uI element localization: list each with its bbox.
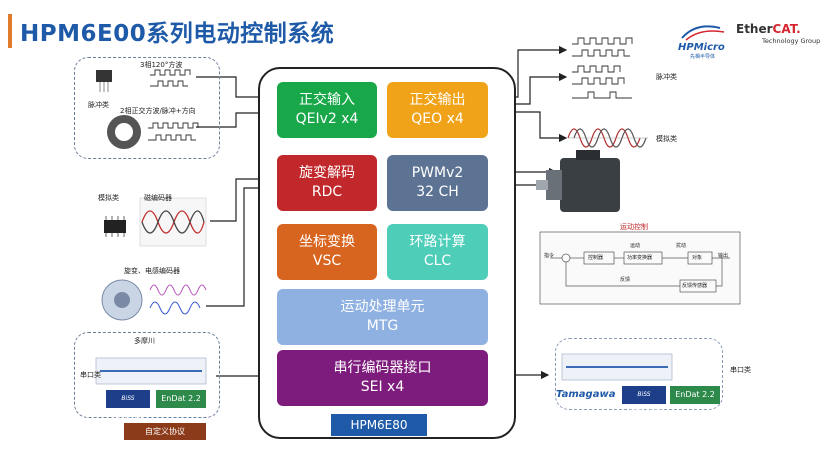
- hpmicro-swoosh-icon: [681, 25, 725, 41]
- block-rdc: 旋变解码 RDC: [277, 155, 377, 211]
- label-tamagawa-left: 多摩川: [134, 337, 155, 345]
- line-analog-rdc: [210, 174, 278, 222]
- biss-logo-right: BiSS INTERFACE: [622, 386, 666, 416]
- hall-sensor-icon: [96, 70, 112, 92]
- line-pulse-2phase: [196, 108, 278, 128]
- block-sei-sub: SEI x4: [360, 379, 405, 395]
- pulse-waveforms-right: [572, 37, 633, 99]
- resolver-waveforms: [149, 284, 207, 315]
- label-serial-group-right: 串口类: [730, 366, 751, 374]
- block-sei: 串行编码器接口 SEI x4: [277, 350, 488, 406]
- mc-label-feedback: 反馈: [620, 277, 631, 283]
- block-rdc-title: 旋变解码: [299, 165, 355, 181]
- mc-label-disturb1: 运动: [630, 243, 641, 249]
- block-mtg-title: 运动处理单元: [340, 299, 425, 315]
- ethercat-logo-text: EtherCAT.: [736, 22, 801, 36]
- pulse-input-group: [74, 57, 220, 159]
- serial-cable-left-icon: [95, 357, 207, 385]
- biss-logo-left: BiSS INTERFACE: [106, 390, 150, 420]
- block-qeo-sub: QEO x4: [411, 111, 464, 127]
- line-pulse-3phase: [196, 76, 278, 102]
- motion-control-diagram: [539, 231, 741, 305]
- servo-motor-icon: [536, 150, 620, 212]
- serial-input-group: [74, 332, 220, 418]
- mc-label-power: 功率变换器: [627, 255, 653, 261]
- tamagawa-logo-right: Tamagawa: [556, 389, 616, 400]
- custom-protocol-badge: 自定义协议: [124, 423, 206, 440]
- title-accent-bar: [8, 14, 12, 48]
- analog-waveforms-right: [567, 128, 648, 148]
- mc-label-sensor: 反馈传感器: [682, 283, 708, 289]
- label-magnetic-encoder: 磁编码器: [144, 194, 172, 202]
- chip-name-label: HPM6E80: [331, 414, 427, 436]
- serial-cable-right-icon: [561, 353, 673, 381]
- page-title: HPM6E00系列电动控制系统: [20, 21, 335, 47]
- block-mtg-sub: MTG: [366, 318, 399, 334]
- pulse-waveforms-left: [148, 69, 199, 141]
- block-clc-sub: CLC: [423, 253, 452, 269]
- block-rdc-sub: RDC: [311, 184, 343, 200]
- block-mtg: 运动处理单元 MTG: [277, 289, 488, 345]
- endat-logo-right: EnDat 2.2: [670, 386, 720, 404]
- magnetic-encoder-chip-icon: [104, 216, 126, 237]
- mc-label-controller: 控制器: [588, 255, 604, 261]
- block-qei-sub: QEIv2 x4: [295, 111, 359, 127]
- hpmicro-logo-subtext: 先楫半导体: [690, 54, 716, 60]
- mc-label-input: 指令: [544, 253, 555, 259]
- resolver-icon: [101, 279, 143, 321]
- hpmicro-logo: HPMicro 先楫半导体: [676, 20, 736, 60]
- ethercat-logo: EtherCAT. Technology Group: [736, 22, 820, 56]
- label-motion-control: 运动控制: [620, 223, 648, 231]
- block-vsc-sub: VSC: [312, 253, 342, 269]
- label-pulse-group-right: 脉冲类: [656, 73, 677, 81]
- block-qei: 正交输入 QEIv2 x4: [277, 82, 377, 138]
- analog-waveforms-left: [139, 197, 207, 247]
- block-vsc-title: 坐标变换: [299, 234, 355, 250]
- label-analog-group-right: 模拟类: [656, 135, 677, 143]
- block-qeo-title: 正交输出: [409, 92, 466, 108]
- block-pwm: PWMv2 32 CH: [387, 155, 488, 211]
- hpmicro-logo-text: HPMicro: [678, 42, 725, 53]
- mc-label-disturb2: 扰动: [676, 243, 687, 249]
- block-sei-title: 串行编码器接口: [333, 360, 432, 376]
- block-vsc: 坐标变换 VSC: [277, 224, 377, 280]
- mc-label-plant: 对象: [692, 255, 703, 261]
- endat-logo-left: EnDat 2.2: [156, 390, 206, 408]
- ethercat-logo-subtext: Technology Group: [762, 37, 821, 45]
- label-2phase: 2相正交方波/脉冲+方向: [120, 107, 196, 115]
- serial-output-group: [555, 338, 723, 410]
- label-pulse-group-left: 脉冲类: [88, 101, 109, 109]
- label-resolver: 旋变、电感编码器: [124, 267, 180, 275]
- block-pwm-sub: 32 CH: [416, 184, 459, 200]
- label-analog-group-left: 模拟类: [98, 194, 119, 202]
- encoder-ring-icon: [107, 115, 141, 149]
- block-qei-title: 正交输入: [299, 92, 355, 108]
- block-pwm-title: PWMv2: [411, 165, 464, 181]
- label-serial-group-left: 串口类: [80, 371, 101, 379]
- block-clc: 环路计算 CLC: [387, 224, 488, 280]
- label-3phase: 3相120°方波: [140, 61, 183, 69]
- mc-label-output: 输出: [718, 253, 729, 259]
- block-qeo: 正交输出 QEO x4: [387, 82, 488, 138]
- block-clc-title: 环路计算: [409, 234, 466, 250]
